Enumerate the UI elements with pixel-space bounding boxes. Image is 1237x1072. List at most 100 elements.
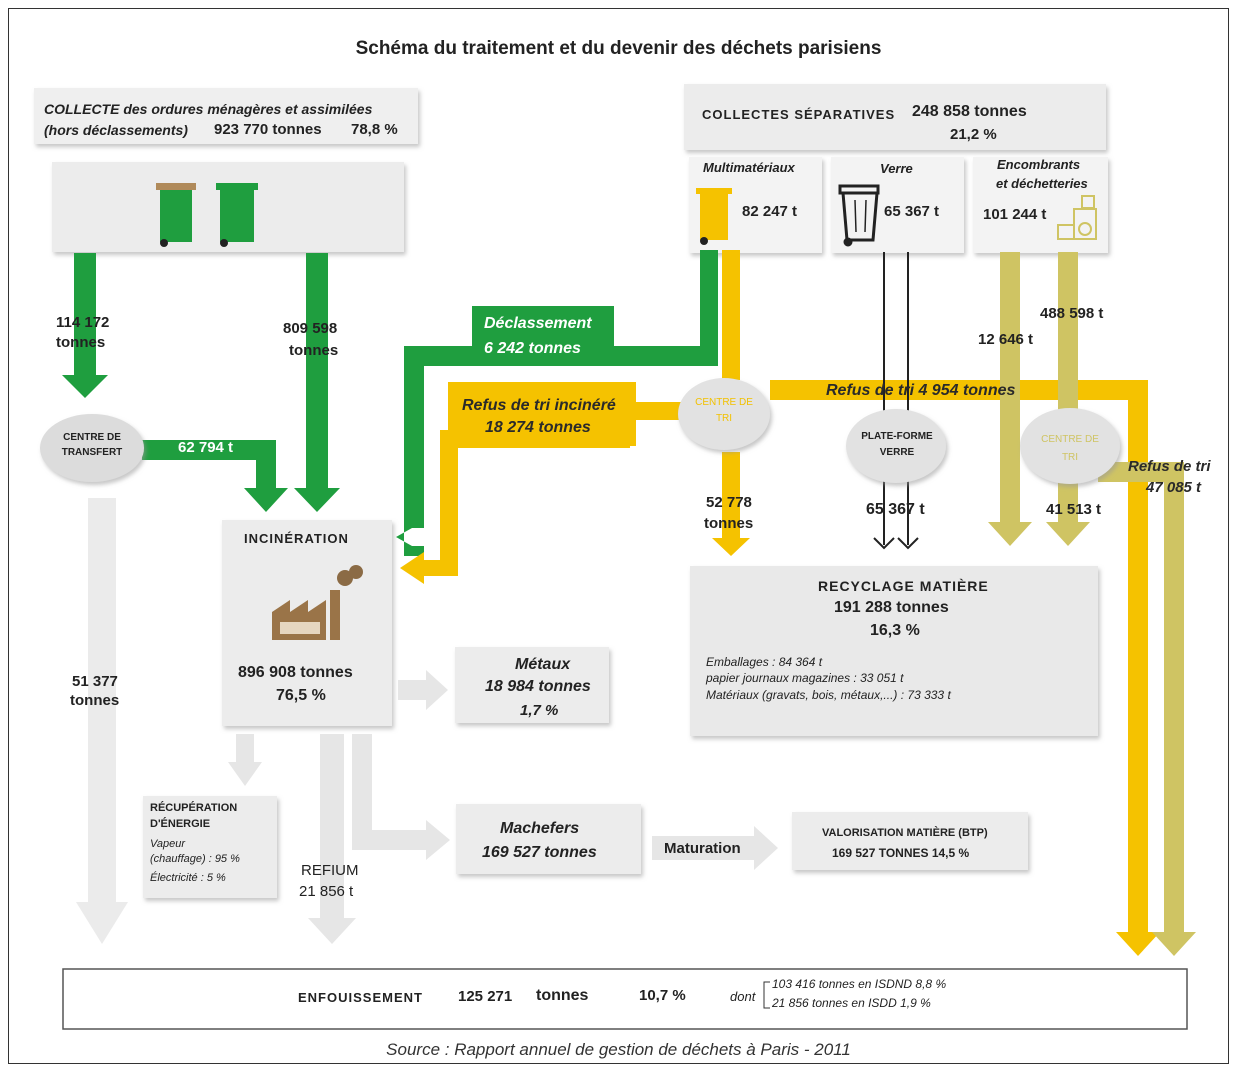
flow-114172-value: 114 172 bbox=[56, 314, 110, 331]
centre-tri-1-node bbox=[678, 378, 770, 450]
flow-809598-arrow bbox=[294, 253, 340, 512]
incineration-label: INCINÉRATION bbox=[244, 531, 349, 546]
flow-energie-arrow bbox=[228, 734, 262, 786]
flow-488598-arrow bbox=[1046, 252, 1090, 546]
tri1-label1: CENTRE DE bbox=[695, 397, 753, 408]
collectes-separatives-box bbox=[684, 84, 1106, 150]
enfouissement-label: ENFOUISSEMENT bbox=[298, 990, 423, 1005]
flow-metaux-arrow bbox=[398, 670, 448, 710]
refium-value: 21 856 t bbox=[299, 883, 354, 900]
flow-41513-value: 41 513 t bbox=[1046, 501, 1102, 518]
enfouissement-isdd: 21 856 tonnes en ISDD 1,9 % bbox=[772, 996, 931, 1010]
refus-tri-right-label: Refus de tri bbox=[1128, 458, 1211, 475]
machefers-tonnes: 169 527 tonnes bbox=[482, 844, 597, 861]
green-bin-icon bbox=[156, 183, 196, 247]
valorisation-box bbox=[792, 812, 1028, 870]
verre-node-label1: PLATE-FORME bbox=[861, 431, 933, 442]
tri2-label2: TRI bbox=[1061, 452, 1079, 463]
verre-box bbox=[831, 157, 964, 253]
flow-multi-to-tri-arrow bbox=[722, 250, 740, 380]
enfouissement-isdnd: 103 416 tonnes en ISDND 8,8 % bbox=[772, 977, 947, 991]
collecte-om-line2: (hors déclassements) bbox=[44, 122, 188, 138]
flow-62794-arrow bbox=[142, 440, 288, 512]
metaux-box bbox=[455, 647, 609, 723]
flow-refus-right-arrow bbox=[1098, 462, 1196, 956]
verre-value: 65 367 t bbox=[884, 203, 940, 220]
centre-tri-2-node bbox=[1020, 408, 1120, 484]
tri1-label2: TRI bbox=[715, 413, 733, 424]
flow-52778-value: 52 778 bbox=[706, 494, 752, 511]
flow-refus-incinere-band bbox=[448, 382, 636, 446]
machefers-label: Machefers bbox=[500, 820, 580, 837]
valorisation-line2: 169 527 TONNES 14,5 % bbox=[832, 846, 970, 860]
recuperation-line5: Électricité : 5 % bbox=[150, 872, 226, 884]
valorisation-line1: VALORISATION MATIÈRE (BTP) bbox=[822, 827, 988, 839]
flow-machefers-arrow bbox=[352, 734, 450, 860]
diagram-title: Schéma du traitement et du devenir des d… bbox=[355, 38, 882, 59]
enfouissement-box bbox=[62, 968, 1188, 1030]
recyclage-detail-2: papier journaux magazines : 33 051 t bbox=[706, 671, 904, 685]
collecte-om-line1: COLLECTE des ordures ménagères et assimi… bbox=[44, 101, 373, 117]
refium-label: REFIUM bbox=[301, 862, 359, 879]
centre-transfert-node bbox=[40, 414, 144, 482]
flow-verre-lines bbox=[873, 252, 919, 550]
flow-52778-arrow bbox=[712, 452, 750, 556]
recuperation-line3: Vapeur bbox=[150, 838, 186, 850]
encombrants-value: 101 244 t bbox=[983, 206, 1047, 223]
recuperation-box bbox=[143, 796, 277, 898]
collectes-sep-pct: 21,2 % bbox=[950, 126, 997, 143]
flow-maturation-arrow bbox=[652, 826, 778, 870]
enfouissement-tonnes: 125 271 bbox=[458, 988, 513, 1005]
maturation-label: Maturation bbox=[664, 840, 741, 857]
flow-65367-value: 65 367 t bbox=[866, 501, 925, 518]
machefers-box bbox=[456, 804, 641, 874]
metaux-tonnes: 18 984 tonnes bbox=[485, 678, 591, 695]
encombrants-label2: et déchetteries bbox=[996, 176, 1088, 191]
flow-809598-value: 809 598 bbox=[283, 320, 338, 337]
collectes-sep-tonnes: 248 858 tonnes bbox=[912, 103, 1027, 120]
figure-frame bbox=[8, 8, 1229, 1064]
refus-incinere-value: 18 274 tonnes bbox=[485, 419, 591, 436]
flow-62794-value: 62 794 t bbox=[178, 439, 234, 456]
recyclage-box bbox=[690, 566, 1098, 736]
tri2-label1: CENTRE DE bbox=[1041, 434, 1099, 445]
flow-refium-arrow bbox=[308, 734, 356, 944]
encombrants-label1: Encombrants bbox=[997, 157, 1081, 172]
transfert-label2: TRANSFERT bbox=[61, 447, 123, 458]
incineration-pct: 76,5 % bbox=[276, 687, 326, 704]
recyclage-detail-3: Matériaux (gravats, bois, métaux,...) : … bbox=[706, 688, 951, 702]
enfouissement-unit: tonnes bbox=[536, 987, 589, 1004]
flow-809598-unit: tonnes bbox=[289, 342, 339, 359]
recyclage-label: RECYCLAGE MATIÈRE bbox=[818, 578, 989, 594]
flow-51377-value: 51 377 bbox=[72, 673, 118, 690]
recyclage-detail-1: Emballages : 84 364 t bbox=[706, 655, 823, 669]
collecte-om-tonnes: 923 770 tonnes bbox=[214, 121, 322, 138]
declassement-value: 6 242 tonnes bbox=[484, 340, 581, 357]
flow-52778-unit: tonnes bbox=[704, 515, 754, 532]
flow-488598-value: 488 598 t bbox=[1040, 305, 1104, 322]
recyclage-pct: 16,3 % bbox=[870, 622, 920, 639]
plate-forme-verre-node bbox=[846, 409, 946, 483]
enfouissement-pct: 10,7 % bbox=[639, 987, 686, 1004]
glass-bin-icon bbox=[838, 184, 880, 247]
flow-declassement-band bbox=[472, 306, 614, 366]
flow-114172-unit: tonnes bbox=[56, 334, 106, 351]
multi-value: 82 247 t bbox=[742, 203, 798, 220]
appliances-icon bbox=[1057, 195, 1097, 240]
flow-114172-arrow bbox=[62, 253, 108, 398]
flow-12646-arrow bbox=[988, 252, 1032, 546]
refus-tri-right-value: 47 085 t bbox=[1146, 479, 1202, 496]
refus-incinere-label: Refus de tri incinéré bbox=[462, 397, 616, 414]
declassement-label: Déclassement bbox=[484, 315, 592, 332]
flow-51377-arrow bbox=[76, 498, 128, 944]
verre-label: Verre bbox=[880, 161, 913, 176]
incineration-tonnes: 896 908 tonnes bbox=[238, 664, 353, 681]
metaux-pct: 1,7 % bbox=[520, 702, 559, 719]
yellow-bin-icon bbox=[696, 188, 732, 245]
green-bin-icon bbox=[216, 183, 258, 247]
flow-refus-incinere-arrow bbox=[400, 402, 684, 584]
factory-icon bbox=[272, 565, 363, 640]
transfert-label1: CENTRE DE bbox=[63, 432, 121, 443]
enfouissement-dont: dont bbox=[730, 989, 756, 1004]
recuperation-line4: (chauffage) : 95 % bbox=[150, 853, 240, 865]
